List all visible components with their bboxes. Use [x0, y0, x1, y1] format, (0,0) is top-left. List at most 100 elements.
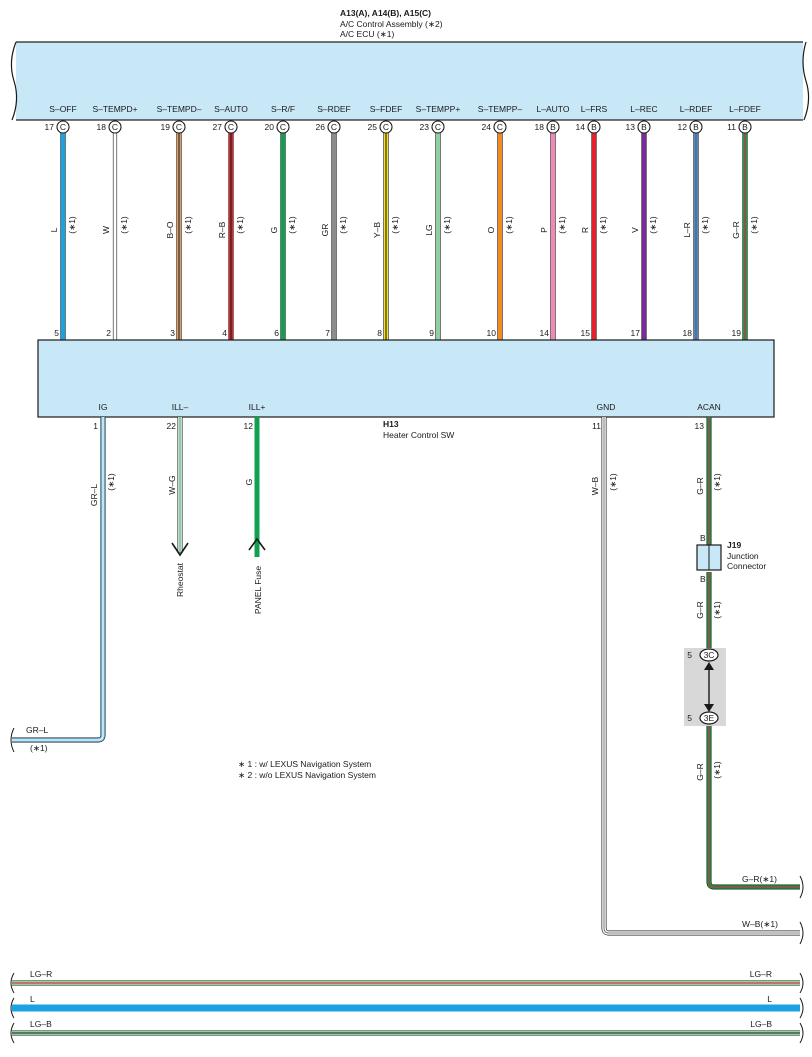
top-pin-letter-l-auto: B [550, 122, 556, 132]
top-pin-letter-s-off: C [60, 122, 66, 132]
bus-line-lg-r [10, 972, 804, 994]
top-pin-number-l-auto: 18 [535, 122, 545, 132]
wire-note-s-tempd-: (∗1) [183, 216, 193, 234]
top-pin-number-s-auto: 27 [213, 122, 223, 132]
top-pin-circle-s-tempp- [493, 120, 507, 134]
wire-note-s-fdef: (∗1) [390, 216, 400, 234]
bottom-pin-number-s-off: 5 [54, 328, 59, 338]
top-pin-letter-s-fdef: C [383, 122, 389, 132]
wire-code-s-off: L [49, 227, 59, 232]
wire-note-l-auto: (∗1) [557, 216, 567, 234]
wire-note-s-off: (∗1) [67, 216, 77, 234]
top-pin-number-l-fdef: 11 [727, 122, 736, 132]
lower-connector-block [37, 339, 775, 418]
top-pin-letter-s-tempp-: C [435, 122, 441, 132]
splice-note-below: (∗1) [712, 761, 722, 779]
wire-ig [12, 417, 106, 743]
splice-top-circle [699, 648, 719, 662]
top-pin-label-s-fdef: S–FDEF [370, 104, 403, 114]
wire-code-acan: G–R [695, 477, 705, 494]
top-pin-number-s-fdef: 25 [368, 122, 378, 132]
wire-group: S–OFF17CL(∗1)5S–OFFS–TEMPD+18CW(∗1)2S–TE… [45, 104, 761, 353]
junction-line3: Connector [727, 561, 766, 571]
left-exit-break [10, 727, 15, 753]
lower-connector-line2: Heater Control SW [383, 430, 454, 440]
wire-note-s-tempp-: (∗1) [504, 216, 514, 234]
note-1: ∗ 1 : w/ LEXUS Navigation System [238, 759, 371, 769]
top-pin-label-s-auto: S–AUTO [214, 104, 248, 114]
bottom-pin-number-s-auto: 4 [222, 328, 227, 338]
top-pin-label-s-off: S–OFF [49, 104, 76, 114]
bottom-pin-number-s-fdef: 8 [377, 328, 382, 338]
wire-note-ig: (∗1) [106, 473, 116, 491]
wire-gnd [601, 417, 800, 936]
top-pin-letter-s-tempd-: C [176, 122, 182, 132]
bottom-pin-number-s-r-f: 6 [274, 328, 279, 338]
bottom-pin-number-s-tempp-: 10 [487, 328, 497, 338]
top-pin-circle-l-auto [546, 120, 560, 134]
note-2: ∗ 2 : w/o LEXUS Navigation System [238, 770, 376, 780]
top-pin-label-l-rdef: L–RDEF [680, 104, 713, 114]
wire-note-s-rdef: (∗1) [338, 216, 348, 234]
bus-line-l-right-label: L [767, 994, 772, 1004]
top-pin-number-s-tempd-: 18 [97, 122, 107, 132]
bus-line-lg-r-right-label: LG–R [750, 969, 772, 979]
top-pin-number-s-rdef: 26 [316, 122, 326, 132]
pin-label-acan: ACAN [697, 402, 721, 412]
top-pin-letter-l-rec: B [641, 122, 647, 132]
dest-panel-fuse: PANEL Fuse [253, 566, 263, 614]
wire-code-s-tempd-: W [101, 226, 111, 234]
wire-code-s-r-f: G [269, 227, 279, 234]
wire-note-l-rec: (∗1) [648, 216, 658, 234]
top-pin-label-l-auto: L–AUTO [537, 104, 570, 114]
top-pin-number-s-r-f: 20 [265, 122, 275, 132]
pin-number-acan: 13 [695, 421, 705, 431]
upper-connector-left-break [6, 41, 18, 121]
pin-label-gnd: GND [597, 402, 616, 412]
wire-note-s-tempd-: (∗1) [119, 216, 129, 234]
right-exit-break-g-r [799, 875, 804, 899]
top-pin-circle-l-fdef [738, 120, 752, 134]
wire-code-s-tempd-: B–O [165, 221, 175, 238]
wire-code-ill-plus: G [244, 479, 254, 486]
panel-fuse-arrow-icon [248, 537, 266, 551]
splice-link-arrow-icon [704, 662, 714, 712]
upper-connector-line3: A/C ECU (∗1) [340, 29, 395, 39]
pin-number-ill-minus: 22 [167, 421, 177, 431]
splice-top-id: 3C [704, 650, 715, 660]
upper-connector-block [11, 41, 809, 121]
top-pin-label-l-frs: L–FRS [581, 104, 608, 114]
bottom-pin-number-s-tempp-: 9 [429, 328, 434, 338]
wire-note-acan: (∗1) [712, 473, 722, 491]
splice-bot-pin: 5 [687, 713, 692, 723]
wire-code-l-auto: P [539, 227, 549, 233]
top-pin-number-s-off: 17 [45, 122, 55, 132]
junction-code-below: G–R [695, 601, 705, 618]
pin-number-gnd: 11 [592, 421, 601, 431]
bottom-pin-number-s-tempd-: 3 [170, 328, 175, 338]
wire-code-l-rdef: L–R [682, 222, 692, 238]
top-pin-number-l-rdef: 12 [678, 122, 688, 132]
junction-note-below: (∗1) [712, 601, 722, 619]
pin-label-ill-minus: ILL– [172, 402, 189, 412]
top-pin-circle-l-rec [637, 120, 651, 134]
right-exit-w-b: W–B(∗1) [742, 919, 778, 929]
bus-line-lg-b-left-label: LG–B [30, 1019, 52, 1029]
wire-code-s-fdef: Y–B [372, 222, 382, 238]
wire-note-l-rdef: (∗1) [700, 216, 710, 234]
lower-connector-name: H13 [383, 419, 399, 429]
wire-code-s-tempp-: O [486, 226, 496, 233]
bus-line-lg-b [10, 1022, 804, 1044]
top-pin-letter-s-tempd-: C [112, 122, 118, 132]
bottom-pin-number-l-rdef: 18 [683, 328, 693, 338]
top-pin-letter-l-rdef: B [693, 122, 699, 132]
top-pin-label-s-rdef: S–RDEF [317, 104, 351, 114]
pin-number-ig: 1 [93, 421, 98, 431]
top-pin-circle-s-fdef [379, 120, 393, 134]
top-pin-label-s-tempp-: S–TEMPP– [478, 104, 523, 114]
top-pin-label-s-tempd-: S–TEMPD– [157, 104, 202, 114]
top-pin-circle-s-tempd- [172, 120, 186, 134]
top-pin-letter-s-auto: C [228, 122, 234, 132]
upper-connector-line2: A/C Control Assembly (∗2) [340, 19, 443, 29]
